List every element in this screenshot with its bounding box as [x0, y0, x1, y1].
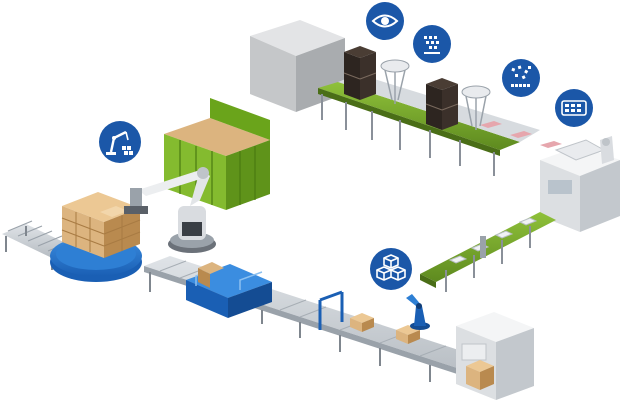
- carton-forming-machine: [456, 312, 534, 400]
- pallet-box-stack: [61, 192, 141, 258]
- case-packer-cage: [164, 98, 270, 210]
- case-packing-robot: [406, 294, 430, 330]
- eye-icon: [371, 14, 399, 28]
- badge-grouping: [502, 59, 540, 97]
- badge-palletizing: [99, 121, 141, 163]
- robot-arm-icon: [106, 130, 133, 155]
- badge-sorting: [413, 25, 451, 63]
- tray-grid-icon: [561, 100, 587, 116]
- delta-robot-1: [380, 59, 410, 104]
- carton-erector: [186, 262, 272, 318]
- tray-packing-machine: [540, 136, 620, 232]
- delta-robot-2: [461, 85, 491, 130]
- scatter-to-pack-icon: [511, 65, 531, 87]
- vision-cabinet: [343, 46, 377, 100]
- badge-vision: [366, 2, 404, 40]
- sorting-cabinet: [425, 78, 459, 130]
- sorting-icon: [424, 36, 440, 54]
- palletizing-robot: [124, 167, 216, 253]
- stacked-boxes-icon: [376, 254, 406, 281]
- badge-case-packing: [370, 248, 412, 290]
- right-conveyor: [420, 212, 556, 292]
- badge-tray-packing: [555, 89, 593, 127]
- tape-sealer: [318, 290, 344, 330]
